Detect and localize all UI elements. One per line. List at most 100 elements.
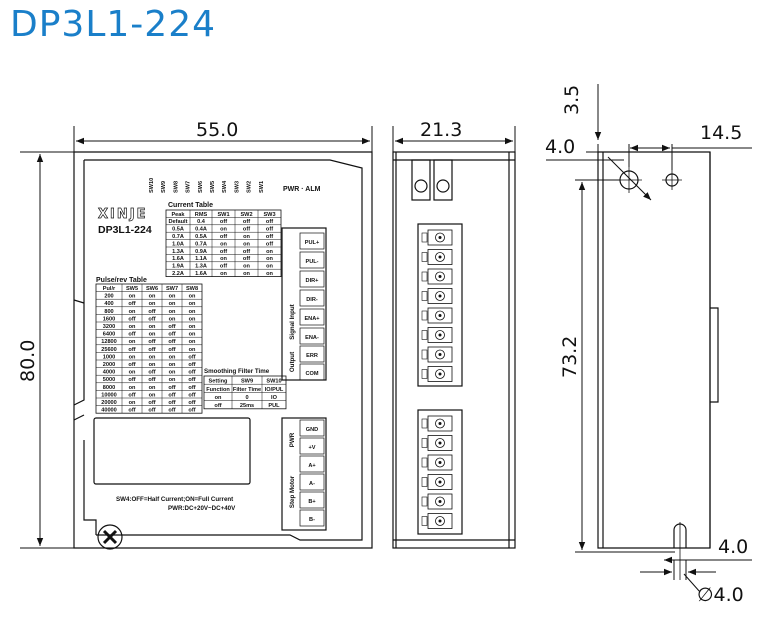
switch-label: SW8: [173, 181, 179, 193]
pulse-table-cell: off: [148, 408, 155, 414]
pulse-table-cell: on: [149, 324, 156, 330]
current-table-cell: 0.4A: [195, 227, 207, 233]
pulse-table-cell: off: [148, 400, 155, 406]
model-label: DP3L1-224: [98, 224, 152, 236]
filter-table-cell: PUL: [268, 403, 280, 409]
terminal-screw-center: [438, 519, 442, 523]
terminal-screw-icon: [435, 291, 445, 301]
pulse-table-cell: off: [168, 324, 175, 330]
terminal-latch: [421, 330, 428, 340]
current-table-title: Current Table: [168, 202, 213, 209]
current-table-cell: 0.7A: [172, 234, 184, 240]
pulse-table-cell: on: [129, 370, 136, 376]
current-table-cell: off: [243, 256, 250, 262]
terminal-latch: [421, 496, 428, 507]
pulse-table-cell: off: [188, 362, 195, 368]
pulse-table-cell: off: [148, 339, 155, 345]
pulse-table-cell: off: [188, 408, 195, 414]
switch-label: SW10: [149, 178, 155, 193]
pulse-table-cell: 200: [104, 294, 113, 300]
terminal-screw-center: [438, 314, 442, 317]
terminal-box: [299, 437, 325, 455]
current-table-cell: on: [243, 271, 250, 277]
hole-top-value: 3.5: [561, 85, 583, 115]
pulse-table-cell: on: [189, 324, 196, 330]
indicator-labels: PWR · ALM: [283, 186, 321, 193]
pulse-table-cell: on: [149, 294, 156, 300]
terminal-slot: [427, 268, 453, 285]
terminal-latch: [421, 418, 428, 429]
terminal-label: +V: [309, 445, 316, 451]
hole-spacing-value: 14.5: [700, 122, 742, 144]
current-table-cell: 2.2A: [172, 271, 184, 277]
pulse-table-cell: off: [168, 400, 175, 406]
terminal-screw-center: [438, 236, 442, 239]
page-title: DP3L1-224: [10, 4, 216, 45]
pulse-table-cell: off: [168, 385, 175, 391]
pulse-table-cell: 8000: [103, 385, 115, 391]
filter-table-header: SW10: [266, 379, 281, 385]
filter-table-cell: Function: [206, 387, 230, 393]
terminal-screw-center: [438, 441, 442, 445]
vertical-spacing-dimension: [575, 179, 675, 553]
pulse-table-cell: off: [188, 354, 195, 360]
height-dimension: [20, 151, 74, 549]
terminal-label: DIR-: [306, 297, 318, 303]
pulse-table-cell: on: [169, 309, 176, 315]
bottom-offset-value: 4.0: [718, 536, 748, 558]
hole-diameter-value: ∅4.0: [697, 584, 744, 606]
terminal-screw-icon: [435, 252, 445, 262]
current-table-cell: off: [266, 241, 273, 247]
switch-label: SW9: [161, 181, 167, 193]
current-table-cell: 1.3A: [195, 264, 207, 270]
pulse-table-title: Pulse/rev Table: [96, 277, 147, 284]
current-table-cell: off: [220, 234, 227, 240]
terminal-slot: [427, 307, 453, 324]
pulse-table-cell: off: [188, 385, 195, 391]
terminal-screw-center: [438, 500, 442, 503]
terminal-screw-icon: [435, 438, 445, 448]
current-table-header: Peak: [171, 212, 185, 218]
switch-label: SW5: [210, 181, 216, 193]
front-view: [73, 151, 373, 550]
current-table-cell: on: [266, 249, 273, 255]
terminal-screw-icon: [435, 418, 445, 429]
current-table-cell: 1.0A: [172, 241, 184, 247]
pulse-table-cell: on: [169, 301, 176, 307]
pulse-table-cell: off: [128, 392, 135, 398]
mount-center-marks: [616, 167, 682, 580]
terminal-label: B-: [309, 517, 315, 523]
pulse-table-cell: on: [169, 354, 176, 360]
current-table-cell: on: [243, 234, 250, 240]
current-table-cell: on: [220, 227, 227, 233]
pulse-table-cell: off: [148, 370, 155, 376]
pulse-table-cell: 12800: [101, 339, 117, 345]
current-table-cell: on: [266, 264, 273, 270]
terminal-screw-icon: [435, 271, 445, 282]
width-dimension: [73, 126, 373, 152]
pulse-table-cell: on: [129, 400, 136, 406]
pulse-table-cell: 400: [104, 301, 113, 307]
terminal-latch: [421, 271, 428, 282]
terminal-label: A-: [309, 481, 315, 487]
current-note: SW4:OFF=Half Current;ON=Full Current: [116, 496, 233, 503]
switch-label: SW1: [259, 181, 265, 193]
terminal-label: COM: [305, 371, 318, 377]
current-table-cell: 1.1A: [195, 256, 207, 262]
current-table-header: SW2: [240, 212, 252, 218]
current-table-cell: off: [243, 227, 250, 233]
pulse-table-cell: on: [149, 362, 156, 368]
pulse-table-cell: on: [169, 294, 176, 300]
pulse-table-cell: 4000: [103, 370, 115, 376]
switch-label: SW4: [222, 180, 228, 193]
switch-label: SW3: [234, 181, 240, 193]
pulse-table-cell: 1600: [103, 316, 115, 322]
vertical-spacing-value: 73.2: [559, 336, 581, 378]
pulse-table-cell: off: [128, 301, 135, 307]
current-table-cell: Default: [169, 219, 188, 225]
terminal-screw-center: [438, 480, 442, 484]
current-table-cell: off: [220, 264, 227, 270]
filter-table-title: Smoothing Filter Time: [204, 368, 270, 375]
pulse-table-header: SW7: [166, 286, 178, 292]
